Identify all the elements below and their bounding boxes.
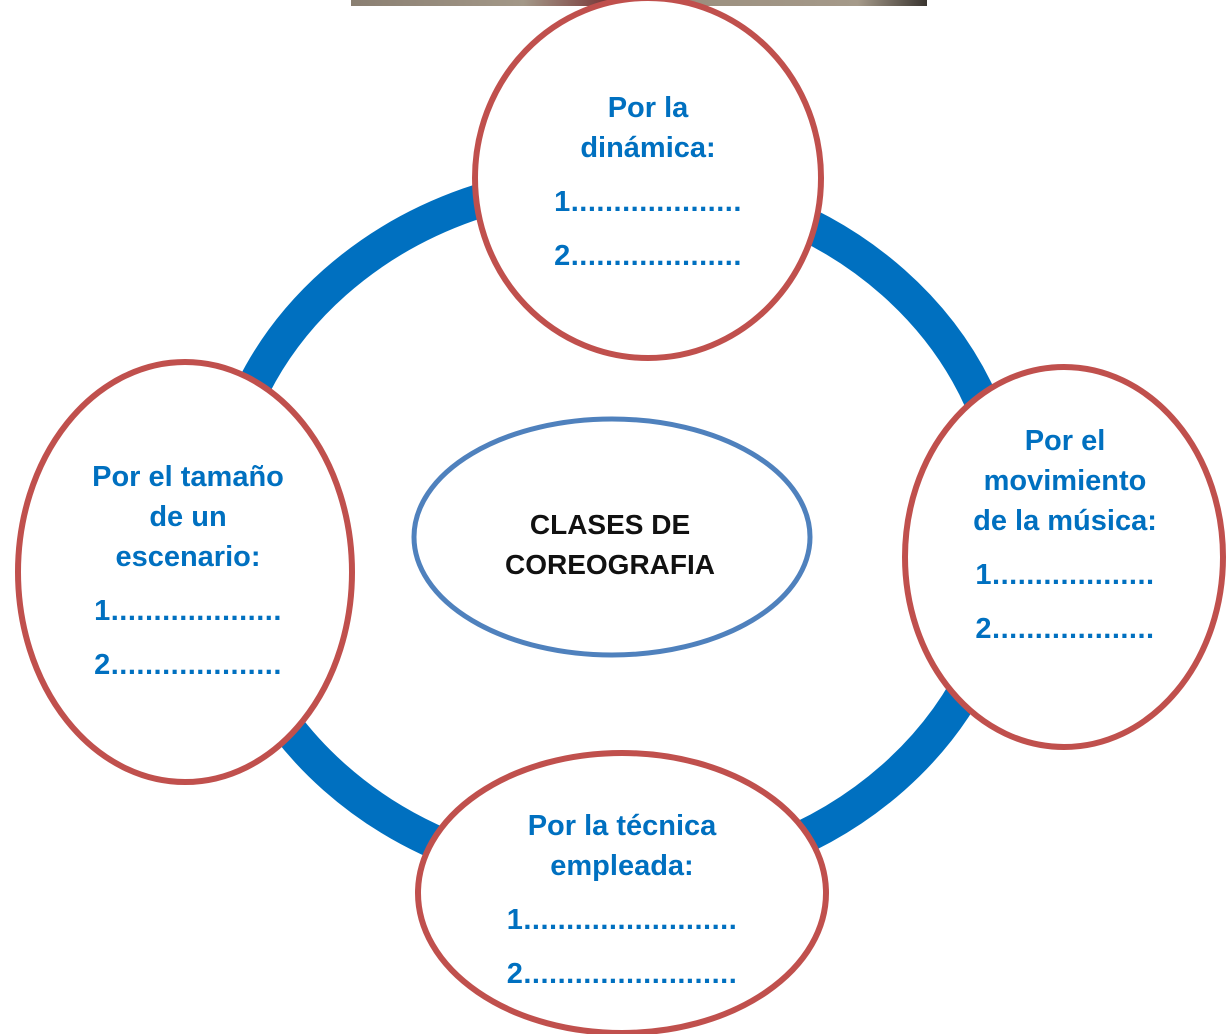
node-right-circle: [902, 364, 1226, 750]
center-ellipse: [411, 416, 813, 658]
node-left-item-2: 2....................: [94, 649, 282, 681]
center-title-line-1: CLASES DE: [529, 509, 691, 540]
node-top-item-2: 2....................: [554, 240, 742, 272]
node-top-heading-2: dinámica:: [580, 132, 716, 164]
node-left-heading-1: Por el tamaño: [92, 461, 284, 493]
node-right-heading-3: de la música:: [973, 505, 1157, 537]
node-right-item-2: 2...................: [975, 613, 1155, 645]
node-left-heading-2: de un: [149, 501, 227, 533]
node-bottom-item-1: 1.........................: [506, 904, 738, 936]
node-bottom-label: Por la técnica empleada: 1..............…: [472, 806, 772, 994]
node-bottom-heading-2: empleada:: [550, 850, 694, 882]
node-left-heading-3: escenario:: [115, 541, 261, 573]
node-bottom-circle: [415, 750, 829, 1034]
node-left-label: Por el tamaño de un escenario: 1........…: [48, 457, 328, 685]
center-title-line-2: COREOGRAFIA: [505, 549, 715, 580]
node-right-item-1: 1...................: [975, 559, 1155, 591]
node-right-label: Por el movimiento de la música: 1.......…: [925, 421, 1205, 649]
node-top-circle: [472, 0, 824, 361]
node-top-heading-1: Por la: [607, 92, 689, 124]
node-left-circle: [15, 359, 355, 785]
center-title: CLASES DE COREOGRAFIA: [410, 505, 810, 585]
node-top-item-1: 1....................: [554, 186, 742, 218]
node-top-label: Por la dinámica: 1.................... 2…: [498, 88, 798, 276]
node-right-heading-1: Por el: [1024, 425, 1106, 457]
node-bottom-item-2: 2.........................: [506, 958, 738, 990]
node-left-item-1: 1....................: [94, 595, 282, 627]
node-bottom-heading-1: Por la técnica: [527, 810, 717, 842]
node-right-heading-2: movimiento: [983, 465, 1147, 497]
